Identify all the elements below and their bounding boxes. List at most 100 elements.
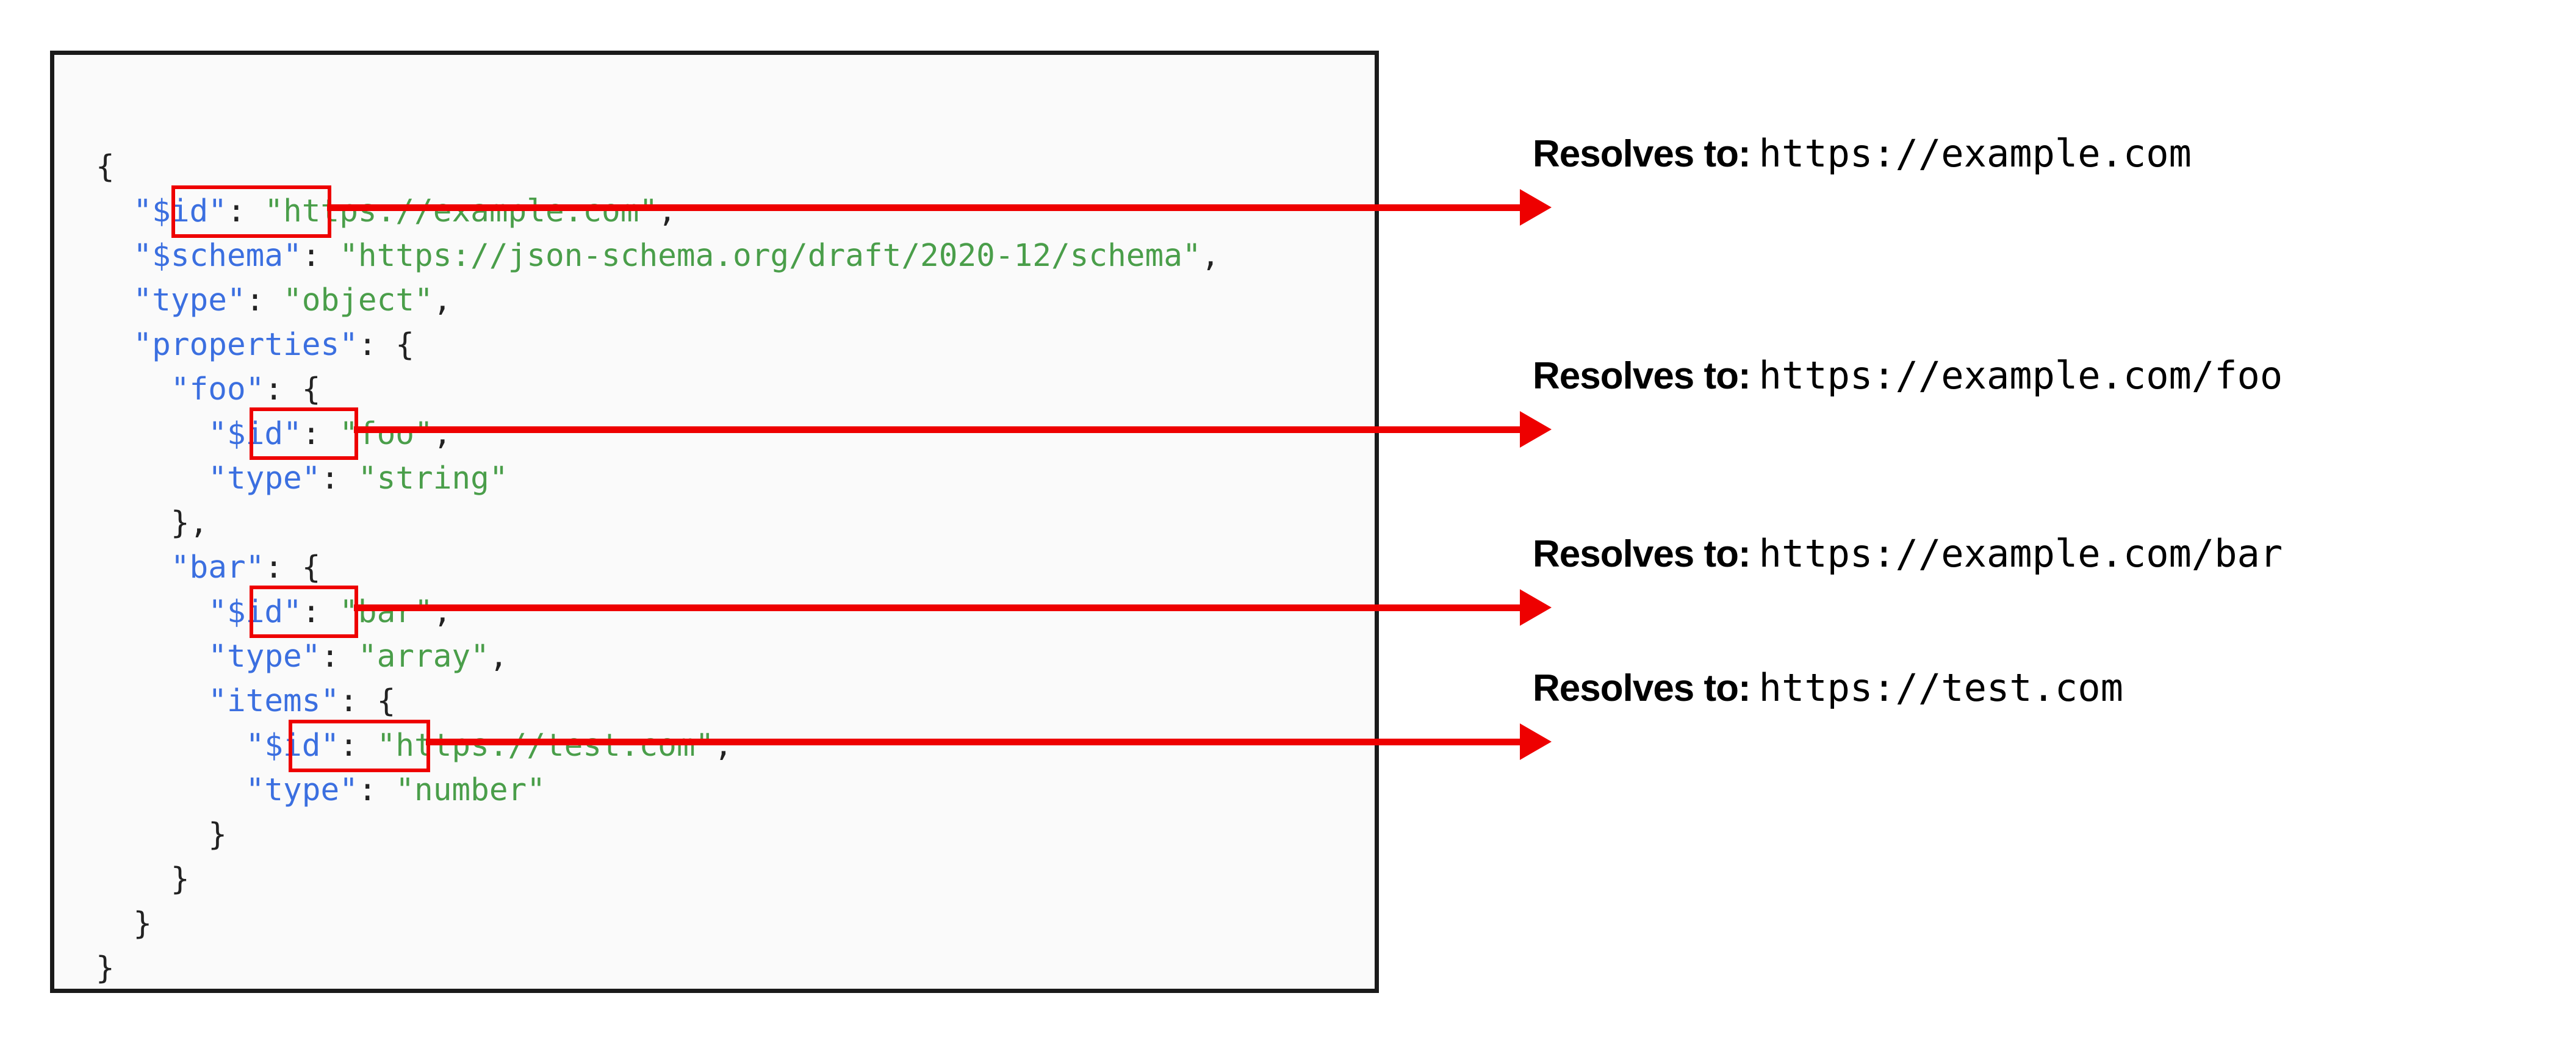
code-line: },: [96, 501, 1220, 545]
arrow-foo-head: [1520, 411, 1552, 448]
json-punctuation: }: [133, 906, 153, 942]
resolved-url-value: https://example.com/foo: [1758, 353, 2283, 398]
json-key: "$id": [208, 594, 302, 630]
code-line: "$id": "https://test.com",: [96, 723, 1220, 768]
json-string: "number": [395, 772, 545, 808]
code-line: "$id": "foo",: [96, 412, 1220, 456]
code-line: }: [96, 812, 1220, 857]
arrow-root-head: [1520, 189, 1552, 226]
json-string: "bar": [339, 594, 433, 630]
json-key: "$id": [133, 193, 227, 229]
json-punctuation: }: [208, 817, 227, 853]
json-string: "https://test.com": [376, 728, 714, 764]
code-indent: [96, 416, 208, 452]
json-code-panel: { "$id": "https://example.com", "$schema…: [50, 51, 1379, 993]
arrow-root-line: [327, 204, 1520, 211]
code-line: "bar": {: [96, 545, 1220, 590]
arrow-bar-head: [1520, 589, 1552, 626]
json-punctuation: ,: [433, 416, 452, 452]
code-line: "$schema": "https://json-schema.org/draf…: [96, 234, 1220, 278]
annotation-items: Resolves to:https://test.com: [1533, 669, 2123, 708]
code-line: "type": "number": [96, 768, 1220, 812]
code-line: "type": "string": [96, 456, 1220, 501]
resolves-to-label: Resolves to:: [1533, 133, 1751, 175]
json-string: "https://example.com": [264, 193, 658, 229]
json-punctuation: ,: [489, 639, 508, 675]
resolved-url-value: https://example.com: [1758, 131, 2192, 176]
code-line: "type": "object",: [96, 278, 1220, 323]
json-key: "type": [208, 461, 321, 496]
code-line: }: [96, 901, 1220, 946]
annotation-foo: Resolves to:https://example.com/foo: [1533, 357, 2283, 395]
code-indent: [96, 683, 208, 719]
code-line: }: [96, 946, 1220, 991]
json-punctuation: ,: [433, 282, 452, 318]
json-string: "https://json-schema.org/draft/2020-12/s…: [339, 238, 1201, 274]
json-punctuation: }: [96, 950, 115, 986]
code-line: {: [96, 145, 1220, 189]
code-line: "$id": "https://example.com",: [96, 189, 1220, 234]
json-punctuation: {: [96, 149, 115, 185]
code-line: "$id": "bar",: [96, 590, 1220, 634]
json-punctuation: : {: [339, 683, 396, 719]
json-key: "foo": [170, 371, 265, 407]
json-punctuation: ,: [433, 594, 452, 630]
json-key: "bar": [170, 550, 265, 586]
code-indent: [96, 639, 208, 675]
code-indent: [96, 594, 208, 630]
json-punctuation: :: [301, 416, 340, 452]
code-indent: [96, 817, 208, 853]
json-punctuation: :: [320, 639, 358, 675]
json-key: "$schema": [133, 238, 302, 274]
json-punctuation: ,: [714, 728, 733, 764]
json-punctuation: :: [226, 193, 265, 229]
json-punctuation: ,: [1201, 238, 1220, 274]
arrow-bar-line: [354, 604, 1520, 611]
json-key: "type": [208, 639, 321, 675]
code-line: "type": "array",: [96, 634, 1220, 679]
resolves-to-label: Resolves to:: [1533, 533, 1751, 575]
code-indent: [96, 193, 133, 229]
code-line: "foo": {: [96, 367, 1220, 412]
json-key: "type": [133, 282, 246, 318]
code-indent: [96, 371, 171, 407]
code-indent: [96, 728, 246, 764]
annotation-bar: Resolves to:https://example.com/bar: [1533, 535, 2283, 573]
json-string: "object": [283, 282, 433, 318]
json-key: "$id": [208, 416, 302, 452]
json-string: "array": [358, 639, 489, 675]
code-indent: [96, 327, 133, 363]
json-punctuation: }: [170, 861, 190, 897]
resolved-url-value: https://example.com/bar: [1758, 531, 2283, 576]
code-indent: [96, 772, 246, 808]
code-line: }: [96, 857, 1220, 901]
resolved-url-value: https://test.com: [1758, 665, 2123, 710]
code-line: "items": {: [96, 679, 1220, 723]
code-indent: [96, 461, 208, 496]
json-key: "properties": [133, 327, 358, 363]
json-punctuation: : {: [264, 550, 321, 586]
json-punctuation: : {: [264, 371, 321, 407]
code-indent: [96, 282, 133, 318]
json-punctuation: :: [358, 772, 396, 808]
json-key: "type": [245, 772, 358, 808]
json-key: "items": [208, 683, 340, 719]
code-line: "properties": {: [96, 323, 1220, 367]
json-punctuation: :: [320, 461, 358, 496]
arrow-items-head: [1520, 723, 1552, 760]
code-indent: [96, 550, 171, 586]
code-indent: [96, 505, 171, 541]
annotation-root: Resolves to:https://example.com: [1533, 135, 2192, 173]
code-indent: [96, 906, 133, 942]
code-indent: [96, 238, 133, 274]
json-punctuation: :: [301, 594, 340, 630]
json-string: "foo": [339, 416, 433, 452]
json-string: "string": [358, 461, 508, 496]
arrow-items-line: [426, 739, 1520, 745]
json-punctuation: :: [245, 282, 284, 318]
json-key: "$id": [245, 728, 340, 764]
resolves-to-label: Resolves to:: [1533, 667, 1751, 709]
json-punctuation: :: [301, 238, 340, 274]
json-punctuation: },: [170, 505, 209, 541]
json-punctuation: ,: [658, 193, 677, 229]
